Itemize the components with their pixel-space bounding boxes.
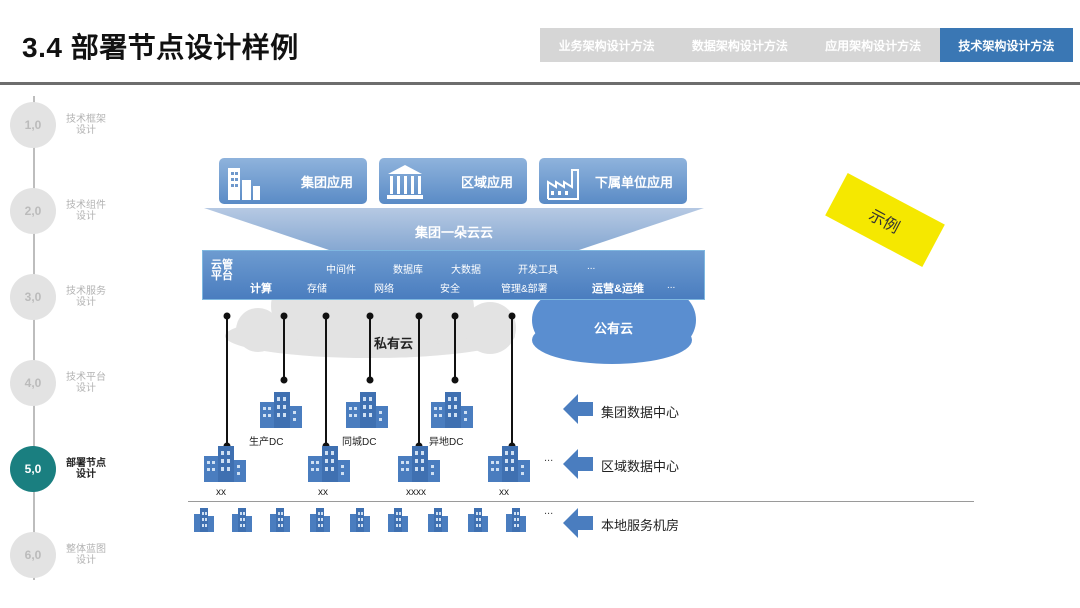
- platform-operations: 运营&运维: [592, 283, 644, 295]
- step-1-circle[interactable]: 1,0: [10, 102, 56, 148]
- region-label: xx: [499, 487, 509, 498]
- remote-dc-label: 异地DC: [429, 437, 464, 448]
- app-subsidiary: 下属单位应用: [539, 158, 687, 204]
- app-region-label: 区域应用: [460, 174, 513, 190]
- step-3-circle[interactable]: 3,0: [10, 274, 56, 320]
- platform-network: 网络: [374, 284, 394, 295]
- step-5-label: 部署节点设计: [66, 458, 106, 480]
- same-city-dc-label: 同城DC: [342, 437, 377, 448]
- public-cloud-label: 公有云: [594, 321, 634, 336]
- government-building-icon: [385, 162, 425, 205]
- tab-application-architecture[interactable]: 应用架构设计方法: [806, 28, 940, 62]
- local-room-building-icon: [310, 508, 330, 532]
- step-timeline: [33, 96, 35, 580]
- regional-building-icon: [488, 446, 530, 482]
- region-label: xx: [216, 487, 226, 498]
- local-ellipsis: ...: [544, 505, 554, 517]
- platform-database: 数据库: [393, 265, 423, 276]
- local-room-building-icon: [270, 508, 290, 532]
- platform-more-2: ...: [667, 280, 676, 291]
- regional-ellipsis: ...: [544, 452, 554, 464]
- connector-lines: [226, 316, 513, 446]
- platform-storage: 存储: [307, 284, 327, 295]
- private-cloud-label: 私有云: [374, 336, 414, 351]
- step-6-circle[interactable]: 6,0: [10, 532, 56, 578]
- app-region: 区域应用: [379, 158, 527, 204]
- app-group: 集团应用: [219, 158, 367, 204]
- arrow-left-icon: [563, 394, 593, 424]
- platform-management: 管理&部署: [501, 284, 548, 295]
- step-4-circle[interactable]: 4,0: [10, 360, 56, 406]
- platform-more-1: ...: [587, 261, 596, 272]
- local-room-building-icon: [350, 508, 370, 532]
- tab-business-architecture[interactable]: 业务架构设计方法: [540, 28, 674, 62]
- app-group-label: 集团应用: [300, 174, 353, 190]
- production-dc-building-icon: [260, 392, 302, 428]
- title-divider: [0, 82, 1080, 85]
- regional-building-icon: [204, 446, 246, 482]
- platform-bigdata: 大数据: [451, 265, 481, 276]
- same-city-dc-building-icon: [346, 392, 388, 428]
- tier-local-room-label: 本地服务机房: [601, 518, 680, 533]
- local-room-building-icon: [468, 508, 488, 532]
- factory-icon: [545, 162, 585, 205]
- app-subsidiary-label: 下属单位应用: [594, 174, 673, 190]
- regional-building-icon: [308, 446, 350, 482]
- step-2-label: 技术组件设计: [66, 200, 106, 222]
- platform-compute: 计算: [250, 283, 272, 295]
- step-6-label: 整体蓝图设计: [66, 544, 106, 566]
- local-room-building-icon: [506, 508, 526, 532]
- platform-title: 云管平台: [211, 259, 233, 282]
- group-cloud-label: 集团一朵云云: [414, 225, 493, 240]
- cloud-management-platform: 云管平台 中间件 数据库 大数据 开发工具 ... 计算 存储 网络 安全 管理…: [202, 250, 705, 300]
- arrow-left-icon: [563, 508, 593, 538]
- regional-building-icon: [398, 446, 440, 482]
- local-room-building-icon: [428, 508, 448, 532]
- step-2-circle[interactable]: 2,0: [10, 188, 56, 234]
- platform-middleware: 中间件: [326, 265, 356, 276]
- local-room-building-icon: [232, 508, 252, 532]
- step-1-label: 技术框架设计: [66, 114, 106, 136]
- office-building-icon: [225, 162, 263, 205]
- step-3-label: 技术服务设计: [66, 286, 106, 308]
- step-5-circle[interactable]: 5,0: [10, 446, 56, 492]
- tier-divider: [188, 501, 974, 502]
- connector-dots: [223, 312, 516, 450]
- tier-regional-dc-label: 区域数据中心: [601, 459, 680, 474]
- platform-devtools: 开发工具: [518, 265, 558, 276]
- region-label: xx: [318, 487, 328, 498]
- tier-group-dc-label: 集团数据中心: [601, 405, 680, 420]
- page-title: 3.4 部署节点设计样例: [22, 32, 299, 63]
- method-tabs: 业务架构设计方法 数据架构设计方法 应用架构设计方法 技术架构设计方法: [540, 28, 1073, 62]
- local-room-building-icon: [194, 508, 214, 532]
- step-4-label: 技术平台设计: [66, 372, 106, 394]
- tab-data-architecture[interactable]: 数据架构设计方法: [673, 28, 807, 62]
- production-dc-label: 生产DC: [249, 437, 284, 448]
- remote-dc-building-icon: [431, 392, 473, 428]
- local-room-building-icon: [388, 508, 408, 532]
- platform-security: 安全: [440, 284, 460, 295]
- region-label: xxxx: [406, 487, 426, 498]
- tab-technical-architecture[interactable]: 技术架构设计方法: [939, 28, 1073, 62]
- arrow-left-icon: [563, 449, 593, 479]
